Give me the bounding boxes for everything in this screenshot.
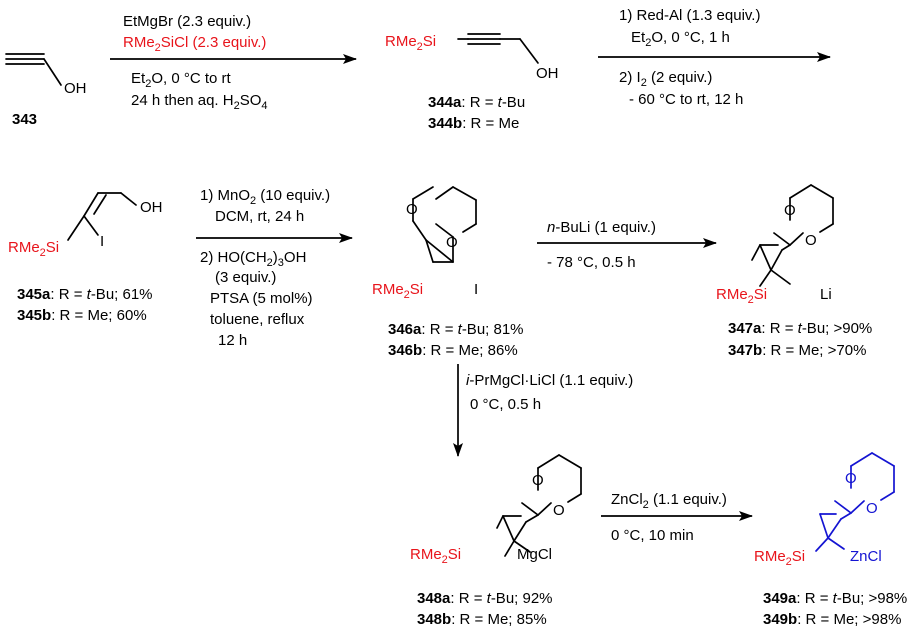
- compound-346-bonds: [412, 186, 477, 263]
- step6-conditions: ZnCl2 (1.1 equiv.) 0 °C, 10 min: [601, 491, 753, 544]
- compound-349-silyl: RMe2Si: [754, 548, 805, 568]
- step5-line2: 0 °C, 0.5 h: [470, 396, 541, 413]
- compound-345b-label: 345b: R = Me; 60%: [17, 307, 147, 324]
- compound-343-label: 343: [12, 111, 37, 128]
- compound-344-bonds: [457, 33, 539, 64]
- compound-347-bonds: [751, 184, 834, 287]
- compound-346-o1: O: [406, 201, 418, 218]
- compound-348-silyl: RMe2Si: [410, 546, 461, 566]
- compound-345-iodo: I: [100, 233, 104, 250]
- compound-344-oh: OH: [536, 65, 559, 82]
- step2-line4: - 60 °C to rt, 12 h: [629, 91, 743, 108]
- compound-348-magnesium: MgCl: [517, 546, 552, 563]
- compound-349-o2: O: [866, 500, 878, 517]
- step3-line4: (3 equiv.): [215, 269, 276, 286]
- compound-344a-label: 344a: R = t-Bu: [428, 94, 525, 111]
- compound-347a-label: 347a: R = t-Bu; >90%: [728, 320, 872, 337]
- compound-349a-label: 349a: R = t-Bu; >98%: [763, 590, 907, 607]
- compound-348b-label: 348b: R = Me; 85%: [417, 611, 547, 628]
- compound-343-bonds: [5, 53, 62, 86]
- step3-line7: 12 h: [218, 332, 247, 349]
- compound-346-iodo: I: [474, 281, 478, 298]
- step3-line6: toluene, reflux: [210, 311, 305, 328]
- step1-line1: EtMgBr (2.3 equiv.): [123, 13, 251, 30]
- compound-348-bonds: [496, 454, 582, 557]
- compound-347-silyl: RMe2Si: [716, 286, 767, 306]
- step6-line1: ZnCl2 (1.1 equiv.): [611, 491, 727, 511]
- compound-348a-label: 348a: R = t-Bu; 92%: [417, 590, 553, 607]
- compound-347-lithium: Li: [820, 286, 832, 303]
- step3-line5: PTSA (5 mol%): [210, 290, 313, 307]
- compound-348-o2: O: [553, 502, 565, 519]
- step5-line1: i-PrMgCl·LiCl (1.1 equiv.): [466, 372, 633, 389]
- step3-line1: 1) MnO2 (10 equiv.): [200, 187, 330, 207]
- compound-347-o1: O: [784, 202, 796, 219]
- step2-line1: 1) Red-Al (1.3 equiv.): [619, 7, 760, 24]
- step6-line2: 0 °C, 10 min: [611, 527, 694, 544]
- step2-conditions: 1) Red-Al (1.3 equiv.) Et2O, 0 °C, 1 h 2…: [598, 7, 831, 108]
- compound-349b-label: 349b: R = Me; >98%: [763, 611, 901, 628]
- compound-349-o1: O: [845, 470, 857, 487]
- compound-344: RMe2Si OH 344a: R = t-Bu 344b: R = Me: [385, 33, 559, 132]
- step3-conditions: 1) MnO2 (10 equiv.) DCM, rt, 24 h 2) HO(…: [196, 187, 353, 349]
- compound-343-oh: OH: [64, 80, 87, 97]
- step5-conditions: i-PrMgCl·LiCl (1.1 equiv.) 0 °C, 0.5 h: [453, 364, 633, 457]
- step2-line3: 2) I2 (2 equiv.): [619, 69, 712, 89]
- compound-345-silyl: RMe2Si: [8, 239, 59, 259]
- compound-347b-label: 347b: R = Me; >70%: [728, 342, 866, 359]
- compound-346: O O RMe2Si I 346a: R = t-Bu; 81% 346b: R…: [372, 186, 524, 359]
- compound-345-oh: OH: [140, 199, 163, 216]
- compound-348-o1: O: [532, 472, 544, 489]
- step4-line2: - 78 °C, 0.5 h: [547, 254, 636, 271]
- step1-line2: RMe2SiCl (2.3 equiv.): [123, 34, 266, 54]
- compound-345-bonds: [67, 192, 137, 241]
- step4-line1: n-BuLi (1 equiv.): [547, 219, 656, 236]
- step4-conditions: n-BuLi (1 equiv.) - 78 °C, 0.5 h: [537, 219, 717, 271]
- compound-343: OH 343: [5, 53, 87, 128]
- step3-line3: 2) HO(CH2)3OH: [200, 249, 306, 269]
- step1-line3: Et2O, 0 °C to rt: [131, 70, 231, 90]
- compound-344-silyl: RMe2Si: [385, 33, 436, 53]
- compound-347: O O RMe2Si Li 347a: R = t-Bu; >90% 347b:…: [716, 184, 872, 359]
- step1-line4: 24 h then aq. H2SO4: [131, 92, 268, 112]
- compound-348: O O RMe2Si MgCl 348a: R = t-Bu; 92% 348b…: [410, 454, 582, 628]
- compound-346-silyl: RMe2Si: [372, 281, 423, 301]
- step3-line2: DCM, rt, 24 h: [215, 208, 304, 225]
- compound-347-o2: O: [805, 232, 817, 249]
- compound-345a-label: 345a: R = t-Bu; 61%: [17, 286, 153, 303]
- compound-346a-label: 346a: R = t-Bu; 81%: [388, 321, 524, 338]
- compound-349-bonds: [815, 452, 895, 552]
- compound-346-o2: O: [446, 234, 458, 251]
- compound-349-zinc: ZnCl: [850, 548, 882, 565]
- compound-344b-label: 344b: R = Me: [428, 115, 519, 132]
- compound-345: OH I RMe2Si 345a: R = t-Bu; 61% 345b: R …: [8, 192, 163, 324]
- step2-line2: Et2O, 0 °C, 1 h: [631, 29, 730, 49]
- compound-349: O O RMe2Si ZnCl 349a: R = t-Bu; >98% 349…: [754, 452, 907, 628]
- step1-conditions: EtMgBr (2.3 equiv.) RMe2SiCl (2.3 equiv.…: [110, 13, 357, 112]
- compound-346b-label: 346b: R = Me; 86%: [388, 342, 518, 359]
